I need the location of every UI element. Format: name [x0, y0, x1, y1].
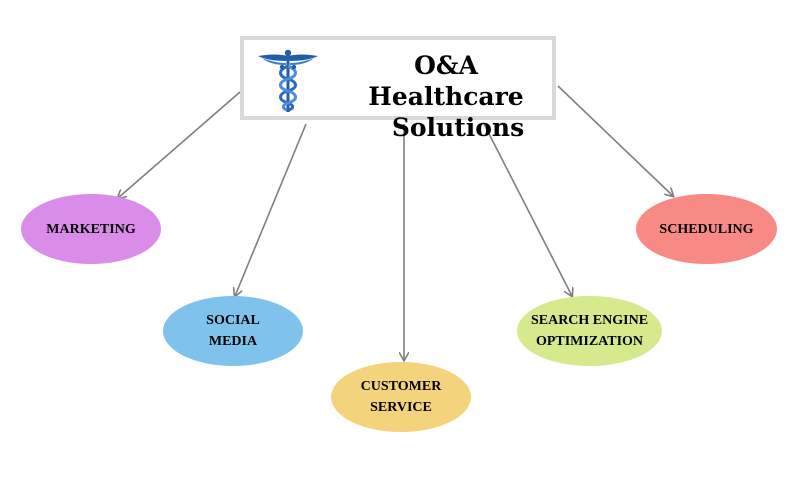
title-line-1: O&A Healthcare [368, 51, 524, 111]
node-label-customer-service: CUSTOMER SERVICE [360, 379, 442, 415]
node-customer-service: CUSTOMER SERVICE [331, 362, 471, 432]
arrow-to-marketing [118, 91, 241, 198]
header-box: O&A Healthcare Solutions [240, 36, 556, 142]
node-marketing: MARKETING [21, 194, 161, 264]
company-title: O&A Healthcare Solutions [328, 50, 554, 143]
node-label-marketing: MARKETING [46, 221, 136, 237]
caduceus-icon [258, 49, 318, 112]
node-search-engine-optimization: SEARCH ENGINE OPTIMIZATION [517, 296, 662, 366]
node-scheduling: SCHEDULING [636, 194, 777, 264]
node-label-search-engine-optimization: SEARCH ENGINE OPTIMIZATION [530, 313, 649, 349]
arrow-to-scheduling [557, 85, 673, 196]
node-label-scheduling: SCHEDULING [659, 221, 754, 237]
arrow-to-social-media [235, 123, 307, 296]
node-label-social-media: SOCIAL MEDIA [206, 313, 260, 349]
arrow-to-search-engine-optimization [483, 123, 572, 296]
node-social-media: SOCIAL MEDIA [163, 296, 303, 366]
title-line-2: Solutions [391, 113, 525, 142]
